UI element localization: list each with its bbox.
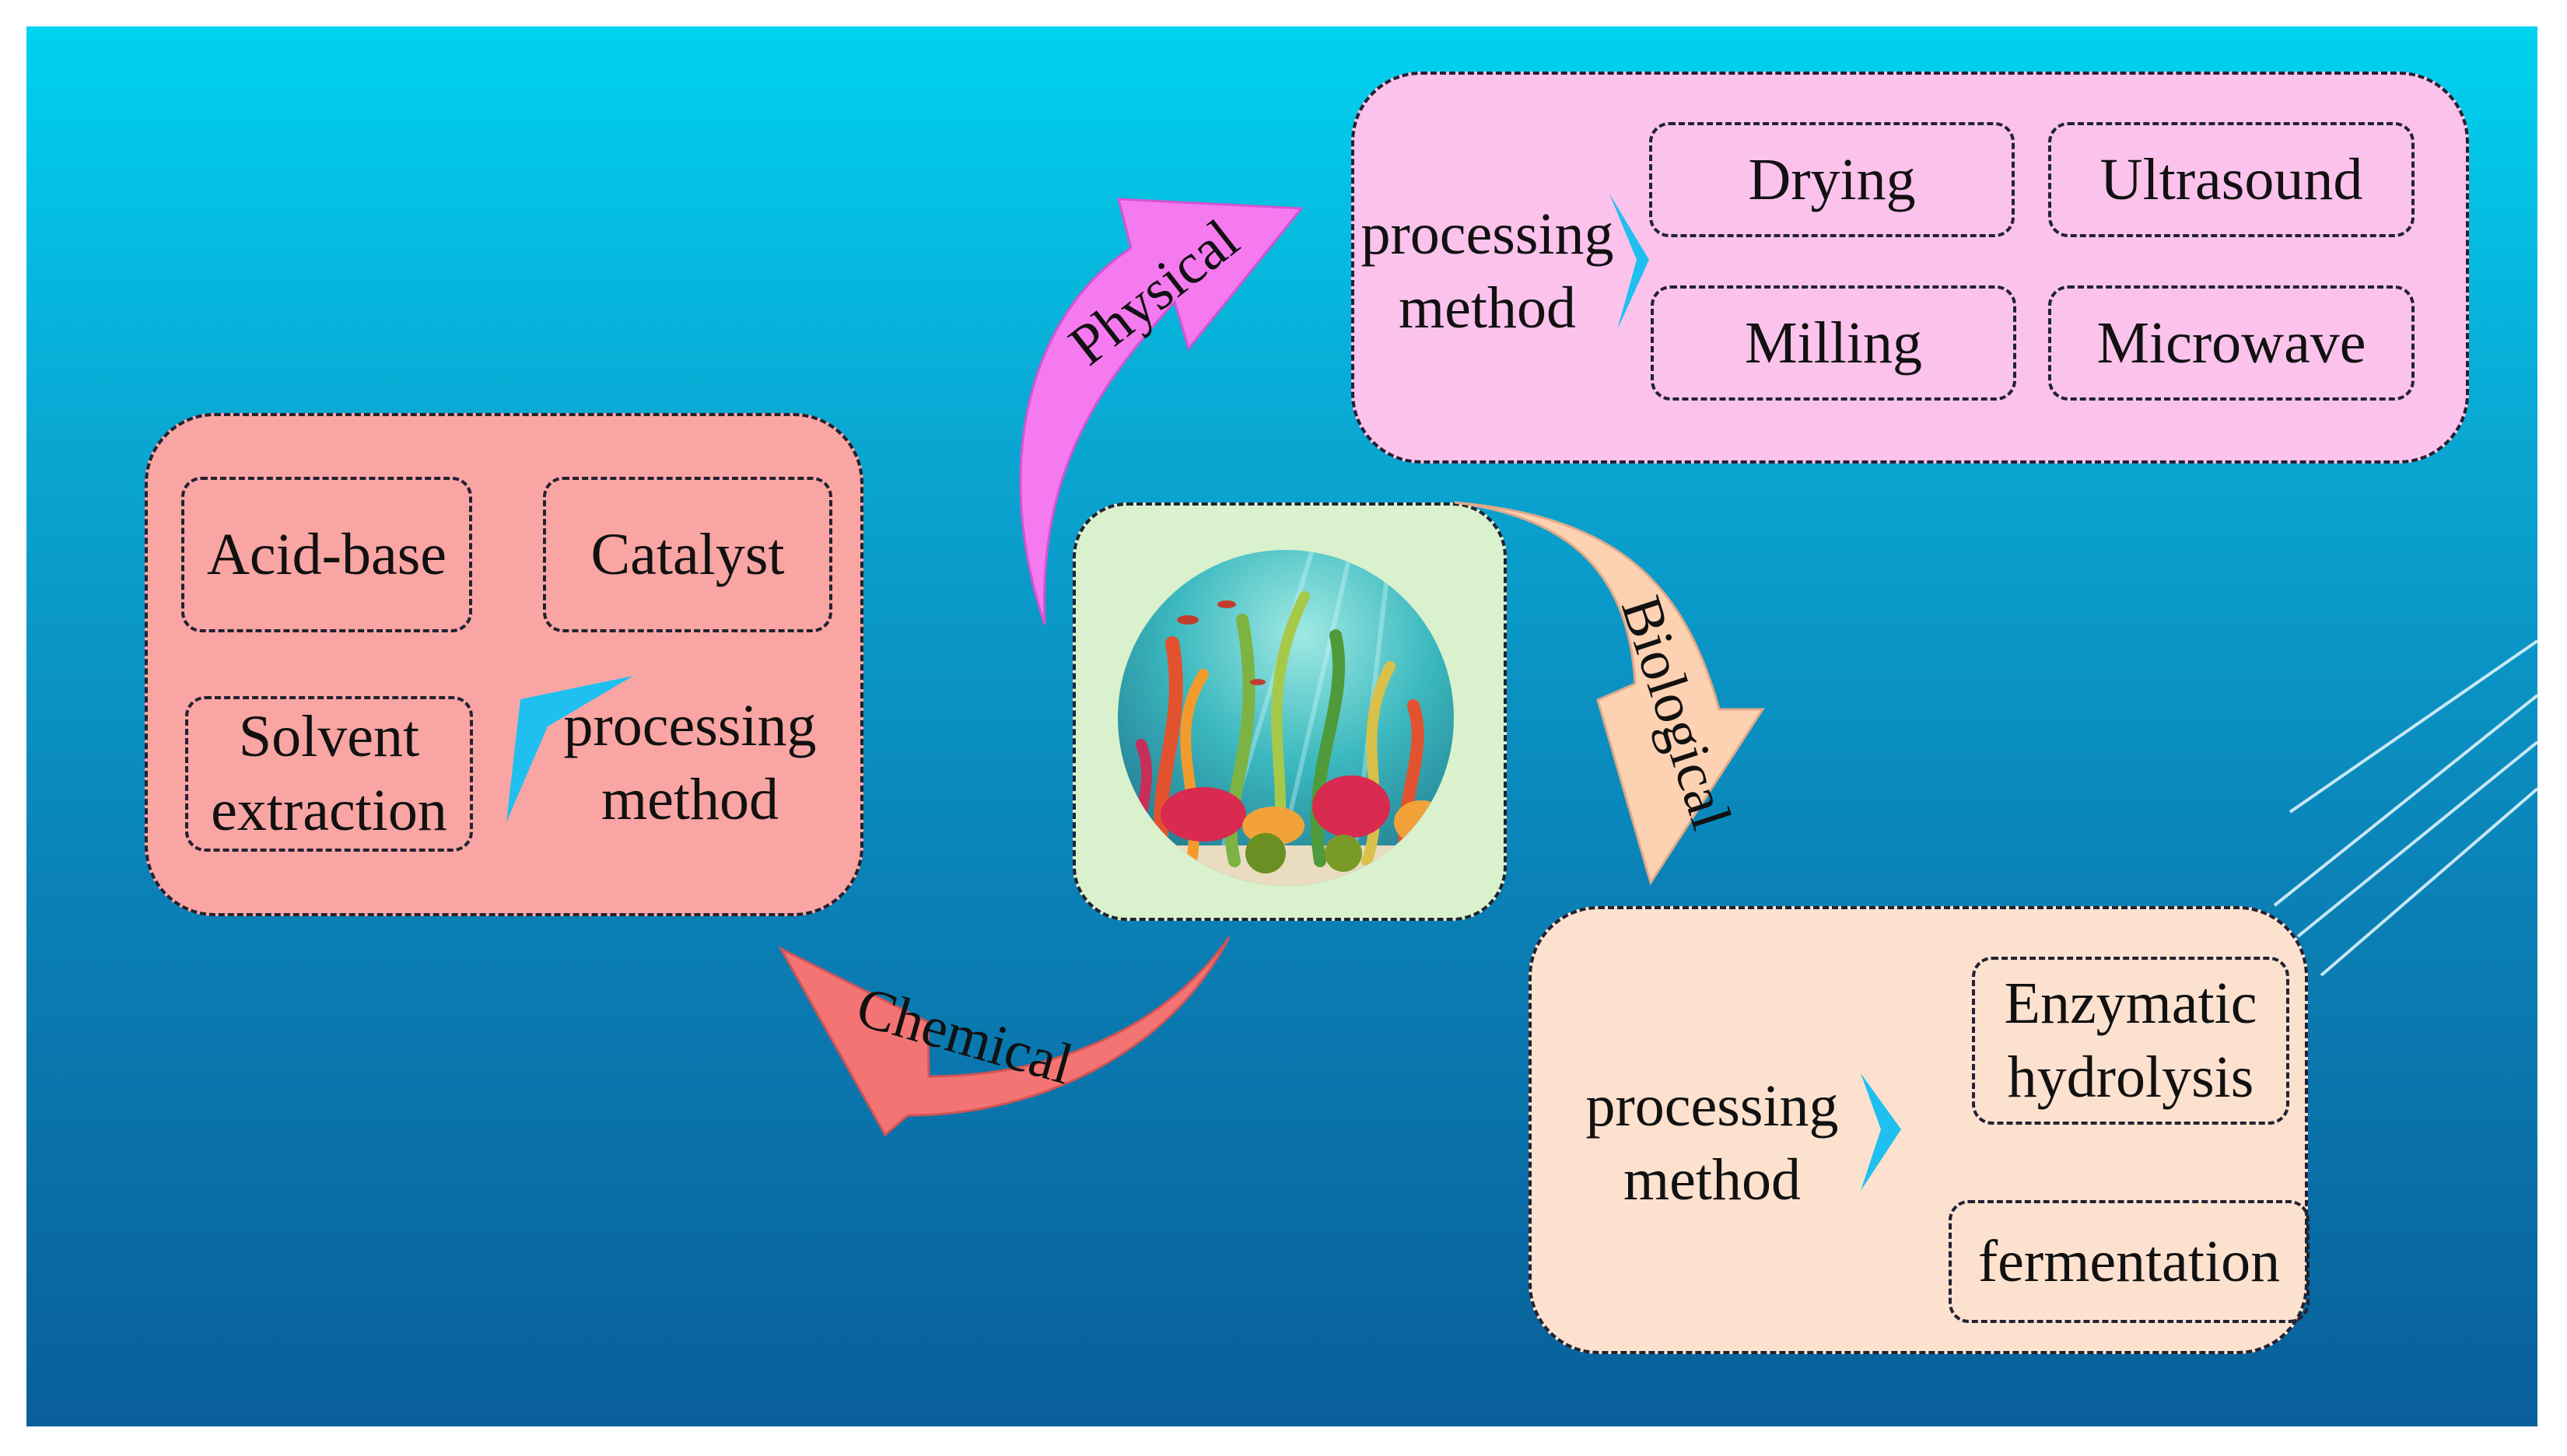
chemical-arrow [778,936,1231,1137]
decorative-diagonal-lines [2273,639,2537,977]
chemical-methods-panel [145,413,863,916]
method-acid-base: Acid-base [181,477,472,632]
method-fermentation: fermentation [1949,1200,2310,1323]
diagram-arrows [506,194,1901,1191]
biological-arrow [1454,501,1765,886]
chemical-processing-heading: processing method [563,693,817,832]
chemical-chevron-icon [506,676,633,822]
physical-chevron-icon [1609,194,1649,330]
method-drying: Drying [1649,122,2015,237]
physical-arrow [1019,198,1305,625]
method-enzymatic-hydrolysis: Enzymatic hydrolysis [1972,957,2289,1125]
method-ultrasound: Ultrasound [2048,122,2415,237]
biological-chevron-icon [1861,1073,1901,1191]
method-catalyst: Catalyst [543,477,832,632]
physical-processing-heading: processing method [1361,201,1614,341]
diagram-canvas: processing method Drying Ultrasound Mill… [26,26,2537,1426]
method-microwave: Microwave [2048,285,2415,401]
method-milling: Milling [1651,285,2016,401]
biological-processing-heading: processing method [1585,1073,1839,1213]
method-solvent-extraction: Solvent extraction [185,696,473,852]
biological-methods-panel [1529,906,2308,1354]
seaweed-scene-image [1118,550,1454,886]
